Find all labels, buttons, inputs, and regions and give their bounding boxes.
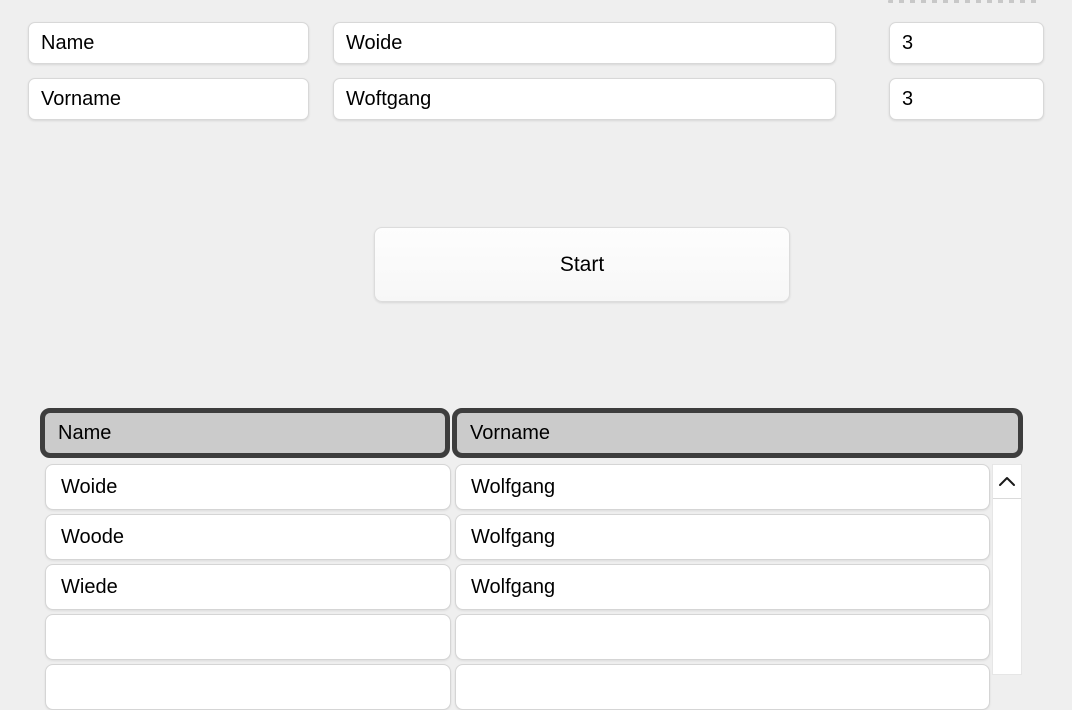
name-cell[interactable] [45,614,451,660]
table-scrollbar[interactable] [992,464,1022,675]
vorname-cell[interactable]: Wolfgang [455,464,990,510]
name-cell[interactable]: Wiede [45,564,451,610]
clipped-label-fragment [888,0,1040,3]
vorname-cell[interactable]: Wolfgang [455,564,990,610]
name-cell[interactable]: Woode [45,514,451,560]
chevron-up-icon [999,477,1015,486]
start-button[interactable]: Start [374,227,790,302]
vorname-label-field[interactable] [28,78,309,120]
table-header-name[interactable]: Name [40,408,450,458]
table-header-vorname[interactable]: Vorname [452,408,1023,458]
scroll-up-button[interactable] [993,465,1021,499]
vorname-count-input[interactable] [889,78,1044,120]
name-input[interactable] [333,22,836,64]
name-cell[interactable]: Woide [45,464,451,510]
vorname-cell[interactable] [455,614,990,660]
vorname-input[interactable] [333,78,836,120]
vorname-cell[interactable] [455,664,990,710]
vorname-cell[interactable]: Wolfgang [455,514,990,560]
name-count-input[interactable] [889,22,1044,64]
name-cell[interactable] [45,664,451,710]
name-label-field[interactable] [28,22,309,64]
